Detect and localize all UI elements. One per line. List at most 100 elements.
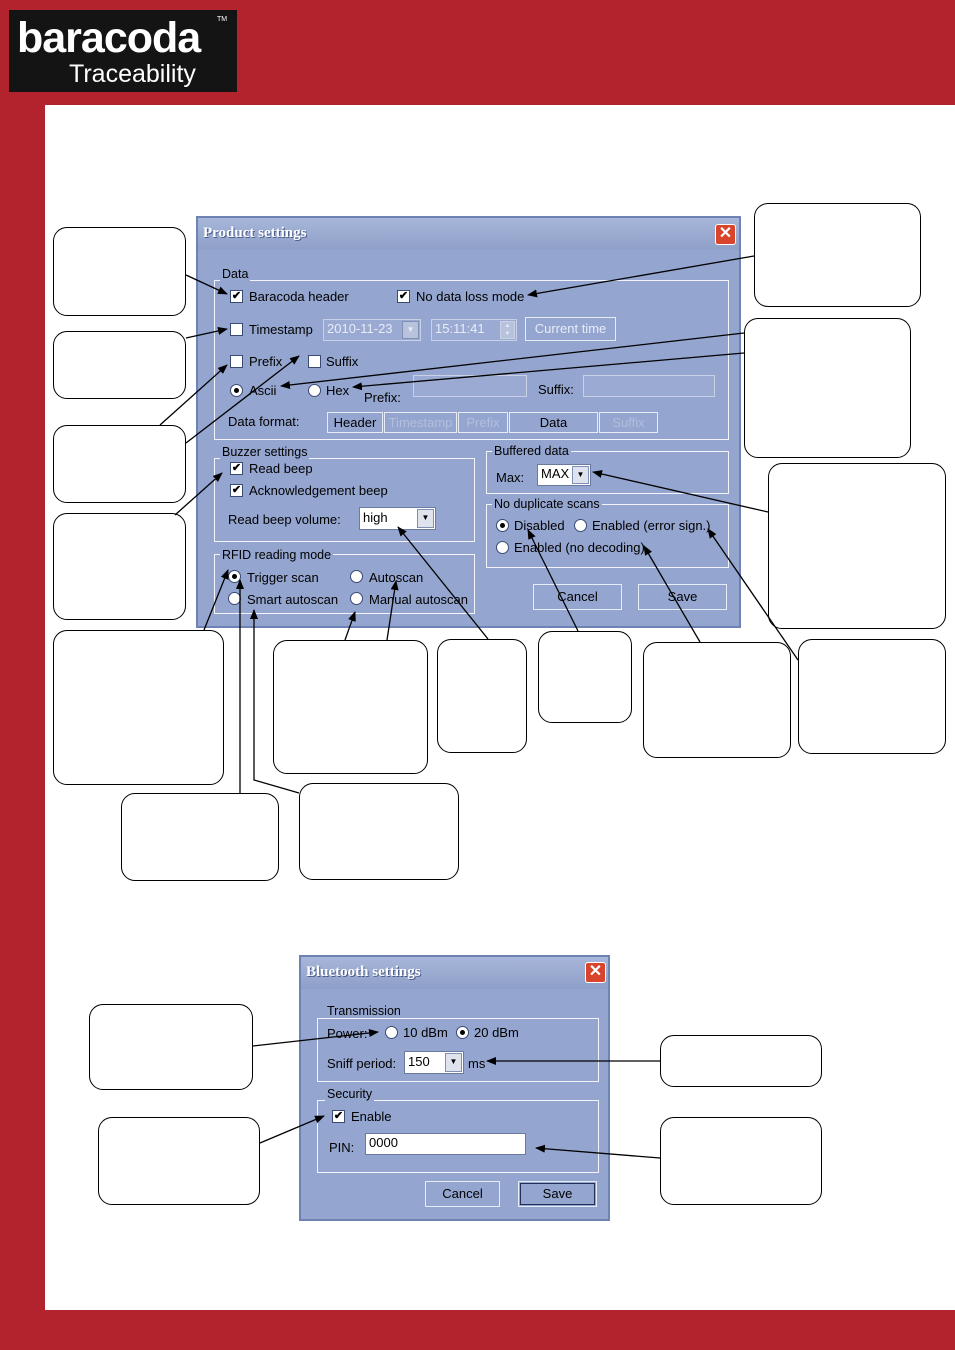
ack-beep-checkbox[interactable]: ✔ [230, 484, 243, 497]
arrow-line [397, 526, 489, 640]
power-20dbm-label: 20 dBm [474, 1025, 519, 1040]
logo-tagline: Traceability [69, 60, 196, 88]
arrow-line [174, 472, 223, 516]
save-button[interactable]: Save [518, 1181, 597, 1207]
max-select[interactable]: MAX ▼ [537, 464, 591, 486]
chevron-down-icon[interactable]: ▼ [417, 509, 434, 528]
arrow-line [185, 355, 300, 444]
no-data-loss-checkbox[interactable]: ✔ [397, 290, 410, 303]
prefix-input[interactable] [413, 375, 527, 397]
time-field[interactable]: 15:11:41 ▲▼ [431, 319, 517, 341]
format-segment-header[interactable]: Header [327, 412, 383, 433]
timestamp-checkbox[interactable] [230, 323, 243, 336]
baracoda-logo: baracoda TM Traceability [9, 10, 237, 92]
format-segment-timestamp[interactable]: Timestamp [384, 412, 457, 433]
sniff-period-select[interactable]: 150 ▼ [404, 1051, 464, 1074]
callout-box [273, 640, 428, 774]
arrow-line [643, 545, 701, 643]
hex-label: Hex [326, 383, 350, 398]
callout-box [538, 631, 632, 723]
suffix-field-label: Suffix: [538, 382, 574, 397]
ack-beep-label: Acknowledgement beep [249, 483, 388, 498]
arrow-line [259, 1115, 325, 1144]
sniff-period-label: Sniff period: [327, 1056, 397, 1071]
security-enable-label: Enable [351, 1109, 392, 1124]
prefix-label: Prefix [249, 354, 283, 369]
title-bar[interactable]: Bluetooth settings ✕ [301, 957, 608, 989]
callout-box [53, 331, 186, 399]
suffix-label: Suffix [326, 354, 359, 369]
nodup-enabled-error-radio[interactable] [574, 519, 587, 532]
bluetooth-settings-dialog: Bluetooth settings ✕ Transmission Power:… [299, 955, 610, 1221]
nodup-enabled-error-label: Enabled (error sign.) [592, 518, 711, 533]
autoscan-radio[interactable] [350, 570, 363, 583]
pin-input[interactable]: 0000 [365, 1133, 526, 1155]
hex-radio[interactable] [308, 384, 321, 397]
buzzer-group-label: Buzzer settings [220, 445, 310, 459]
prefix-field-label: Prefix: [364, 390, 401, 405]
data-format-label: Data format: [228, 414, 300, 429]
power-10dbm-radio[interactable] [385, 1026, 398, 1039]
date-value: 2010-11-23 [327, 321, 393, 336]
date-picker[interactable]: 2010-11-23 ▼ [323, 319, 421, 341]
nodup-enabled-nodecode-radio[interactable] [496, 541, 509, 554]
arrow-line [159, 364, 228, 426]
volume-select[interactable]: high ▼ [359, 507, 436, 530]
arrow-line [535, 1144, 661, 1159]
power-label: Power: [327, 1026, 368, 1041]
chevron-down-icon[interactable]: ▼ [572, 466, 589, 484]
arrow-line [252, 1029, 379, 1047]
callout-box [98, 1117, 260, 1205]
buffered-group-label: Buffered data [492, 444, 571, 458]
callout-box [53, 425, 186, 503]
sniff-unit: ms [468, 1056, 486, 1071]
buffered-group [486, 451, 729, 494]
arrow-line [344, 611, 356, 641]
callout-box [660, 1117, 822, 1205]
format-segment-prefix[interactable]: Prefix [458, 412, 508, 433]
callout-box [53, 227, 186, 316]
transmission-group-label: Transmission [325, 1004, 403, 1018]
security-enable-checkbox[interactable]: ✔ [332, 1110, 345, 1123]
time-spinner-icon[interactable]: ▲▼ [500, 321, 515, 339]
chevron-down-icon[interactable]: ▼ [402, 321, 419, 339]
callout-box [437, 639, 527, 753]
power-20dbm-radio[interactable] [456, 1026, 469, 1039]
pin-label: PIN: [329, 1140, 355, 1155]
format-segment-suffix[interactable]: Suffix [599, 412, 658, 433]
suffix-checkbox[interactable] [308, 355, 321, 368]
callout-box [754, 203, 921, 307]
chevron-down-icon[interactable]: ▼ [445, 1053, 462, 1072]
ascii-radio[interactable] [230, 384, 243, 397]
manual-autoscan-radio[interactable] [350, 592, 363, 605]
cancel-button[interactable]: Cancel [533, 584, 622, 610]
trigger-scan-label: Trigger scan [247, 570, 319, 585]
callout-box [299, 783, 459, 880]
format-segment-data[interactable]: Data [509, 412, 598, 433]
rfid-group-label: RFID reading mode [220, 548, 334, 562]
arrow-line [527, 255, 755, 298]
volume-label: Read beep volume: [228, 512, 341, 527]
arrow-line [527, 529, 579, 632]
read-beep-checkbox[interactable]: ✔ [230, 462, 243, 475]
nodup-disabled-radio[interactable] [496, 519, 509, 532]
title-bar[interactable]: Product settings ✕ [198, 218, 739, 250]
prefix-checkbox[interactable] [230, 355, 243, 368]
security-group [317, 1100, 599, 1173]
nodup-disabled-label: Disabled [514, 518, 565, 533]
arrow-line [707, 528, 799, 661]
dialog-title: Bluetooth settings [306, 964, 421, 980]
read-beep-label: Read beep [249, 461, 313, 476]
ascii-label: Ascii [249, 383, 277, 398]
close-icon[interactable]: ✕ [585, 962, 606, 983]
suffix-input[interactable] [583, 375, 715, 397]
close-icon[interactable]: ✕ [715, 224, 736, 245]
baracoda-header-checkbox[interactable]: ✔ [230, 290, 243, 303]
data-format-bar: Header Timestamp Prefix Data Suffix [327, 412, 658, 433]
current-time-button[interactable]: Current time [525, 317, 616, 341]
no-duplicate-group [486, 504, 729, 568]
cancel-button[interactable]: Cancel [425, 1181, 500, 1207]
security-group-label: Security [325, 1087, 375, 1101]
transmission-group [317, 1018, 599, 1082]
